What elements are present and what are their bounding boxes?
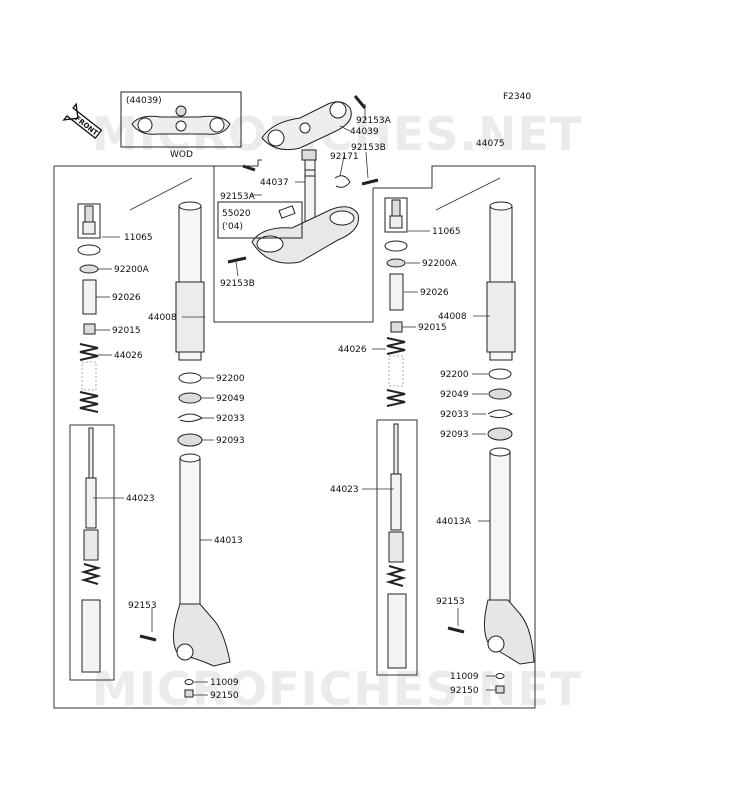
label-right-92015: 92015 bbox=[418, 323, 447, 333]
label-left-92015: 92015 bbox=[112, 326, 141, 336]
top-bridge-inset bbox=[131, 105, 231, 135]
label-left-44013: 44013 bbox=[214, 536, 243, 546]
steering-assembly bbox=[227, 95, 379, 264]
label-left-92049: 92049 bbox=[216, 394, 245, 404]
inset-box bbox=[120, 91, 242, 148]
label-left-92093: 92093 bbox=[216, 436, 245, 446]
right-44013A-tube bbox=[489, 451, 511, 603]
label-right-11065: 11065 bbox=[432, 227, 461, 237]
label-44037: 44037 bbox=[260, 178, 289, 188]
inset-title: (44039) bbox=[126, 96, 162, 106]
label-right-44023: 44023 bbox=[330, 485, 359, 495]
left-11065-part bbox=[77, 203, 101, 239]
label-left-44023: 44023 bbox=[126, 494, 155, 504]
label-left-92150: 92150 bbox=[210, 691, 239, 701]
inset-caption: WOD bbox=[170, 150, 193, 160]
label-right-44013A: 44013A bbox=[436, 517, 472, 527]
label-right-92033: 92033 bbox=[440, 410, 469, 420]
label-right-44008: 44008 bbox=[438, 312, 467, 322]
figure-code: F2340 bbox=[503, 92, 531, 102]
label-left-92200: 92200 bbox=[216, 374, 245, 384]
label-left-11065: 11065 bbox=[124, 233, 153, 243]
label-left-92153: 92153 bbox=[128, 601, 157, 611]
label-92153A-top: 92153A bbox=[356, 116, 392, 126]
label-left-44026: 44026 bbox=[114, 351, 143, 361]
label-04: ('04) bbox=[222, 222, 243, 232]
label-left-92026: 92026 bbox=[112, 293, 141, 303]
part-box-55020 bbox=[217, 201, 303, 239]
label-left-44008: 44008 bbox=[148, 313, 177, 323]
left-fork-group-outline bbox=[53, 159, 536, 709]
left-44013-tube bbox=[179, 457, 201, 607]
label-right-92049: 92049 bbox=[440, 390, 469, 400]
label-92153B-top: 92153B bbox=[351, 143, 386, 153]
label-right-92200A: 92200A bbox=[422, 259, 458, 269]
label-left-11009: 11009 bbox=[210, 678, 239, 688]
label-left-92033: 92033 bbox=[216, 414, 245, 424]
left-fork bbox=[69, 201, 231, 698]
label-right-92153: 92153 bbox=[436, 597, 465, 607]
label-left-92200A: 92200A bbox=[114, 265, 150, 275]
label-right-92200: 92200 bbox=[440, 370, 469, 380]
label-44039: 44039 bbox=[350, 127, 379, 137]
label-right-11009: 11009 bbox=[450, 672, 479, 682]
label-92153B-bot: 92153B bbox=[220, 279, 255, 289]
label-44075: 44075 bbox=[476, 139, 505, 149]
label-right-92150: 92150 bbox=[450, 686, 479, 696]
label-55020: 55020 bbox=[222, 209, 251, 219]
label-92153A-mid: 92153A bbox=[220, 192, 256, 202]
right-fork bbox=[376, 197, 535, 694]
label-right-92026: 92026 bbox=[420, 288, 449, 298]
label-92171: 92171 bbox=[330, 152, 359, 162]
center-group-outline bbox=[213, 166, 374, 323]
leader-lines bbox=[93, 104, 501, 696]
label-right-44026: 44026 bbox=[338, 345, 367, 355]
right-11065-part bbox=[384, 197, 408, 233]
label-right-92093: 92093 bbox=[440, 430, 469, 440]
